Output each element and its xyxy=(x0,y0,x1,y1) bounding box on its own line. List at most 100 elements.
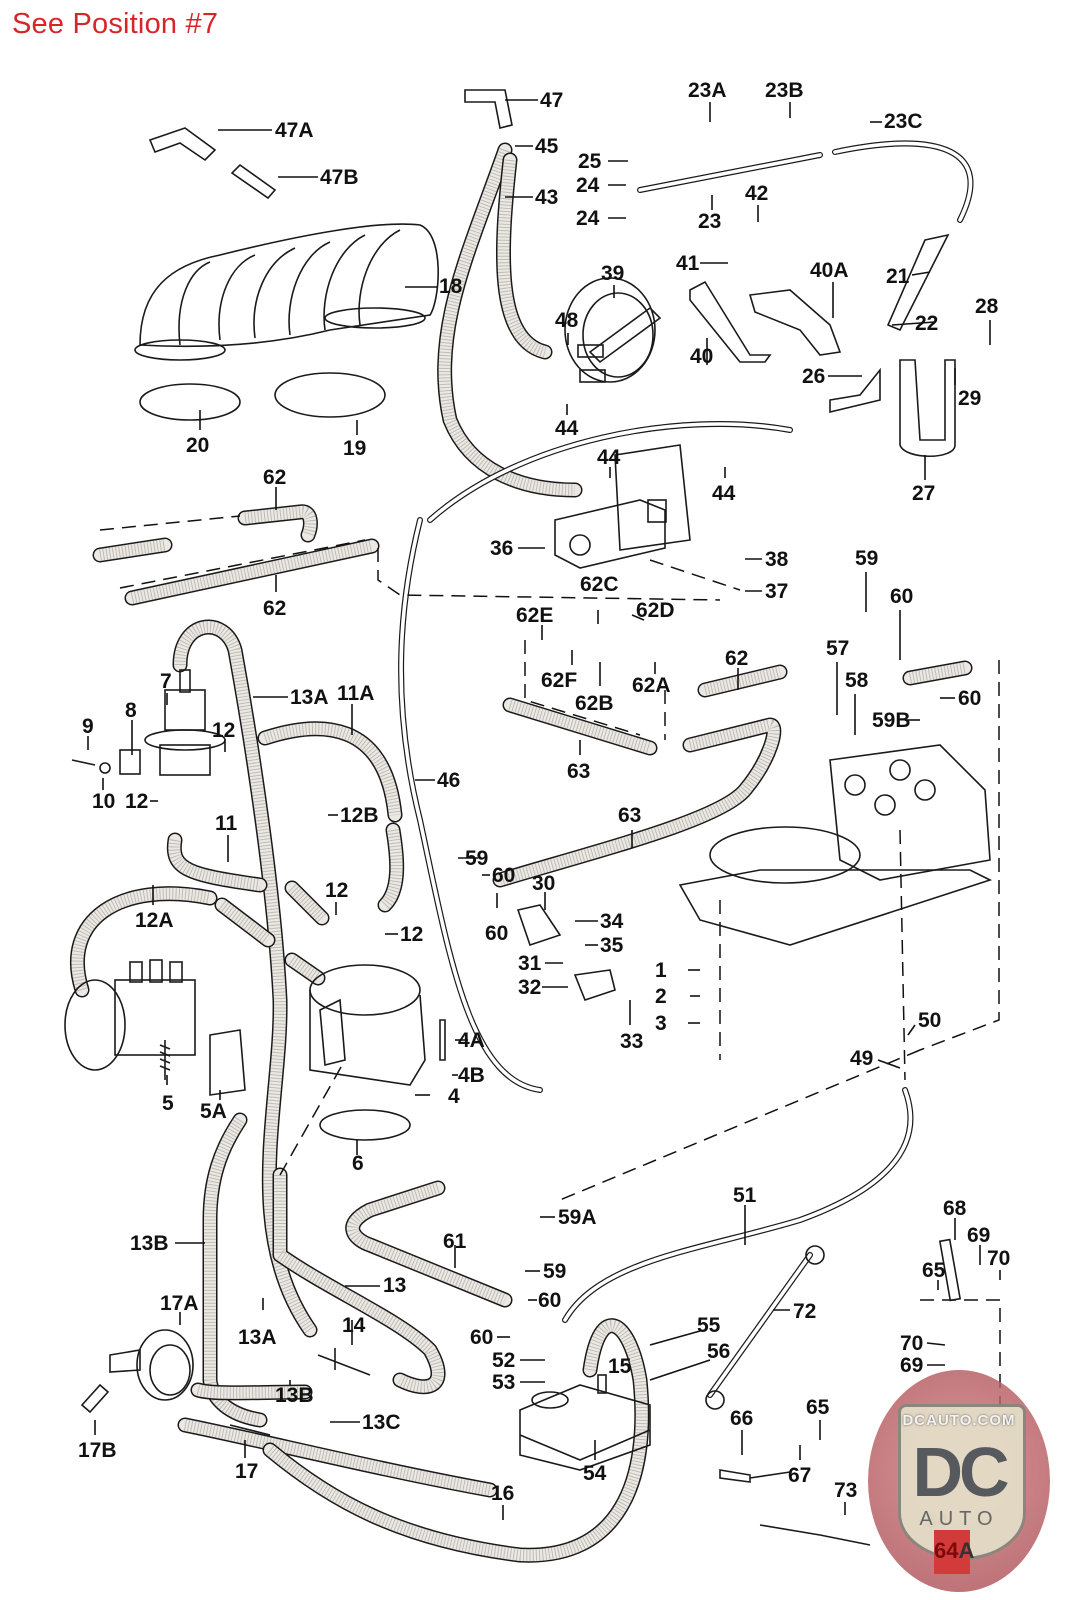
tee-14 xyxy=(317,1348,371,1376)
fuel-lines xyxy=(398,140,974,1398)
label-69-lower: 69 xyxy=(900,1354,923,1377)
label-62D: 62D xyxy=(636,599,675,622)
label-58: 58 xyxy=(845,669,869,692)
label-62E: 62E xyxy=(516,604,553,627)
label-13A-lower: 13A xyxy=(238,1326,277,1349)
label-16: 16 xyxy=(491,1482,514,1505)
hose-63 xyxy=(492,660,973,888)
filter-17A xyxy=(109,1329,194,1401)
label-23A: 23A xyxy=(688,79,727,102)
parts xyxy=(64,89,993,1546)
label-4B: 4B xyxy=(458,1064,485,1087)
label-13: 13 xyxy=(383,1274,406,1297)
label-56: 56 xyxy=(707,1340,730,1363)
label-60-lower-right: 60 xyxy=(538,1289,561,1312)
label-63-lower: 63 xyxy=(618,804,641,827)
label-15: 15 xyxy=(608,1355,632,1378)
watermark-monogram: DC xyxy=(912,1433,1009,1511)
label-3: 3 xyxy=(655,1012,667,1035)
label-5A: 5A xyxy=(200,1100,227,1123)
label-23C: 23C xyxy=(884,110,923,133)
label-1: 1 xyxy=(655,959,667,982)
hose-13C xyxy=(177,1417,498,1498)
label-39: 39 xyxy=(601,262,624,285)
hose-13B xyxy=(190,1112,313,1428)
bolt-17B xyxy=(80,1383,110,1414)
label-60-bottom: 60 xyxy=(470,1326,493,1349)
label-13B-lower: 13B xyxy=(275,1384,314,1407)
label-44-b: 44 xyxy=(597,446,621,469)
label-12-b: 12 xyxy=(125,790,148,813)
label-17A: 17A xyxy=(160,1292,199,1315)
label-19: 19 xyxy=(343,437,366,460)
label-70-lower: 70 xyxy=(900,1332,923,1355)
module-36 xyxy=(554,444,691,569)
shaft-66 xyxy=(719,1469,791,1483)
label-51: 51 xyxy=(733,1184,757,1207)
air-boot-18 xyxy=(134,223,439,361)
label-24-upper: 24 xyxy=(576,174,600,197)
label-22: 22 xyxy=(915,312,938,335)
watermark-red-block xyxy=(934,1530,970,1574)
label-26: 26 xyxy=(802,365,825,388)
label-13A-upper: 13A xyxy=(290,686,329,709)
label-34: 34 xyxy=(600,910,624,933)
label-64A: 64A xyxy=(934,1538,974,1564)
label-60-right: 60 xyxy=(958,687,981,710)
spring-5 xyxy=(159,1040,171,1080)
ball-72-top xyxy=(805,1245,825,1265)
elbow-47A xyxy=(148,127,217,162)
label-12-c: 12 xyxy=(325,879,348,902)
label-59A: 59A xyxy=(558,1206,597,1229)
label-11: 11 xyxy=(215,812,238,835)
ball-72-bottom xyxy=(705,1390,725,1410)
accumulator-54 xyxy=(519,1374,651,1471)
mixture-control-unit xyxy=(678,744,993,946)
label-17B: 17B xyxy=(78,1439,117,1462)
label-12A: 12A xyxy=(135,909,174,932)
label-65-lower: 65 xyxy=(806,1396,830,1419)
hose-13A xyxy=(172,619,318,1338)
label-13C: 13C xyxy=(362,1411,401,1434)
label-12B: 12B xyxy=(340,804,379,827)
label-73: 73 xyxy=(834,1479,857,1502)
lever-68 xyxy=(938,1238,962,1302)
label-28: 28 xyxy=(975,295,999,318)
label-13B-upper: 13B xyxy=(130,1232,169,1255)
label-62B: 62B xyxy=(575,692,614,715)
label-69-upper: 69 xyxy=(967,1224,990,1247)
hose-13 xyxy=(272,1167,446,1395)
throttle-body-4 xyxy=(309,964,426,1086)
nut-bracket-26 xyxy=(829,367,881,414)
label-9: 9 xyxy=(82,715,94,738)
label-23: 23 xyxy=(698,210,721,233)
label-14: 14 xyxy=(342,1314,366,1337)
label-11A: 11A xyxy=(337,682,374,705)
label-62-top: 62 xyxy=(263,466,286,489)
label-4: 4 xyxy=(448,1085,460,1108)
label-53: 53 xyxy=(492,1371,515,1394)
label-32: 32 xyxy=(518,976,541,999)
bracket-40A xyxy=(748,289,842,356)
label-46: 46 xyxy=(437,769,460,792)
label-37: 37 xyxy=(765,580,788,603)
hoses xyxy=(69,142,973,1563)
label-61: 61 xyxy=(443,1230,467,1253)
see-position-note: See Position #7 xyxy=(12,8,219,40)
label-62-mid: 62 xyxy=(263,597,286,620)
label-62A: 62A xyxy=(632,674,671,697)
clamp-19 xyxy=(274,372,386,418)
watermark-word: AUTO xyxy=(919,1508,999,1530)
label-36: 36 xyxy=(490,537,513,560)
label-62F: 62F xyxy=(541,669,577,692)
gasket-6 xyxy=(319,1109,411,1141)
hose-11A xyxy=(257,721,405,913)
spacer-8 xyxy=(119,749,141,775)
label-6: 6 xyxy=(352,1152,364,1175)
label-20: 20 xyxy=(186,434,209,457)
tube-47B xyxy=(230,163,277,200)
label-66: 66 xyxy=(730,1407,753,1430)
label-47A: 47A xyxy=(275,119,314,142)
label-60-mid: 60 xyxy=(492,864,515,887)
leader-lines xyxy=(87,99,1001,1520)
